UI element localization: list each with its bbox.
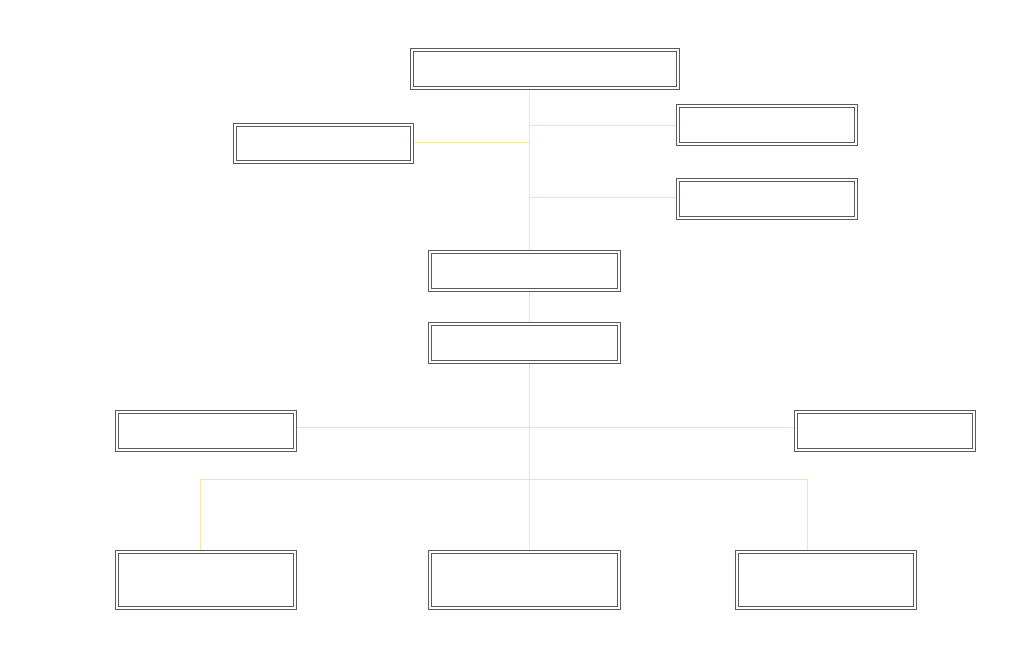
node-bottom-right — [735, 550, 917, 610]
node-right-branch-1 — [676, 104, 858, 146]
node-bottom-center — [428, 550, 621, 610]
node-middle-2 — [428, 322, 621, 364]
node-side-right — [794, 410, 976, 452]
node-root — [410, 48, 680, 90]
node-side-left — [115, 410, 297, 452]
node-left-branch — [233, 123, 414, 164]
node-bottom-left — [115, 550, 297, 610]
node-middle-1 — [428, 250, 621, 292]
node-right-branch-2 — [676, 178, 858, 220]
